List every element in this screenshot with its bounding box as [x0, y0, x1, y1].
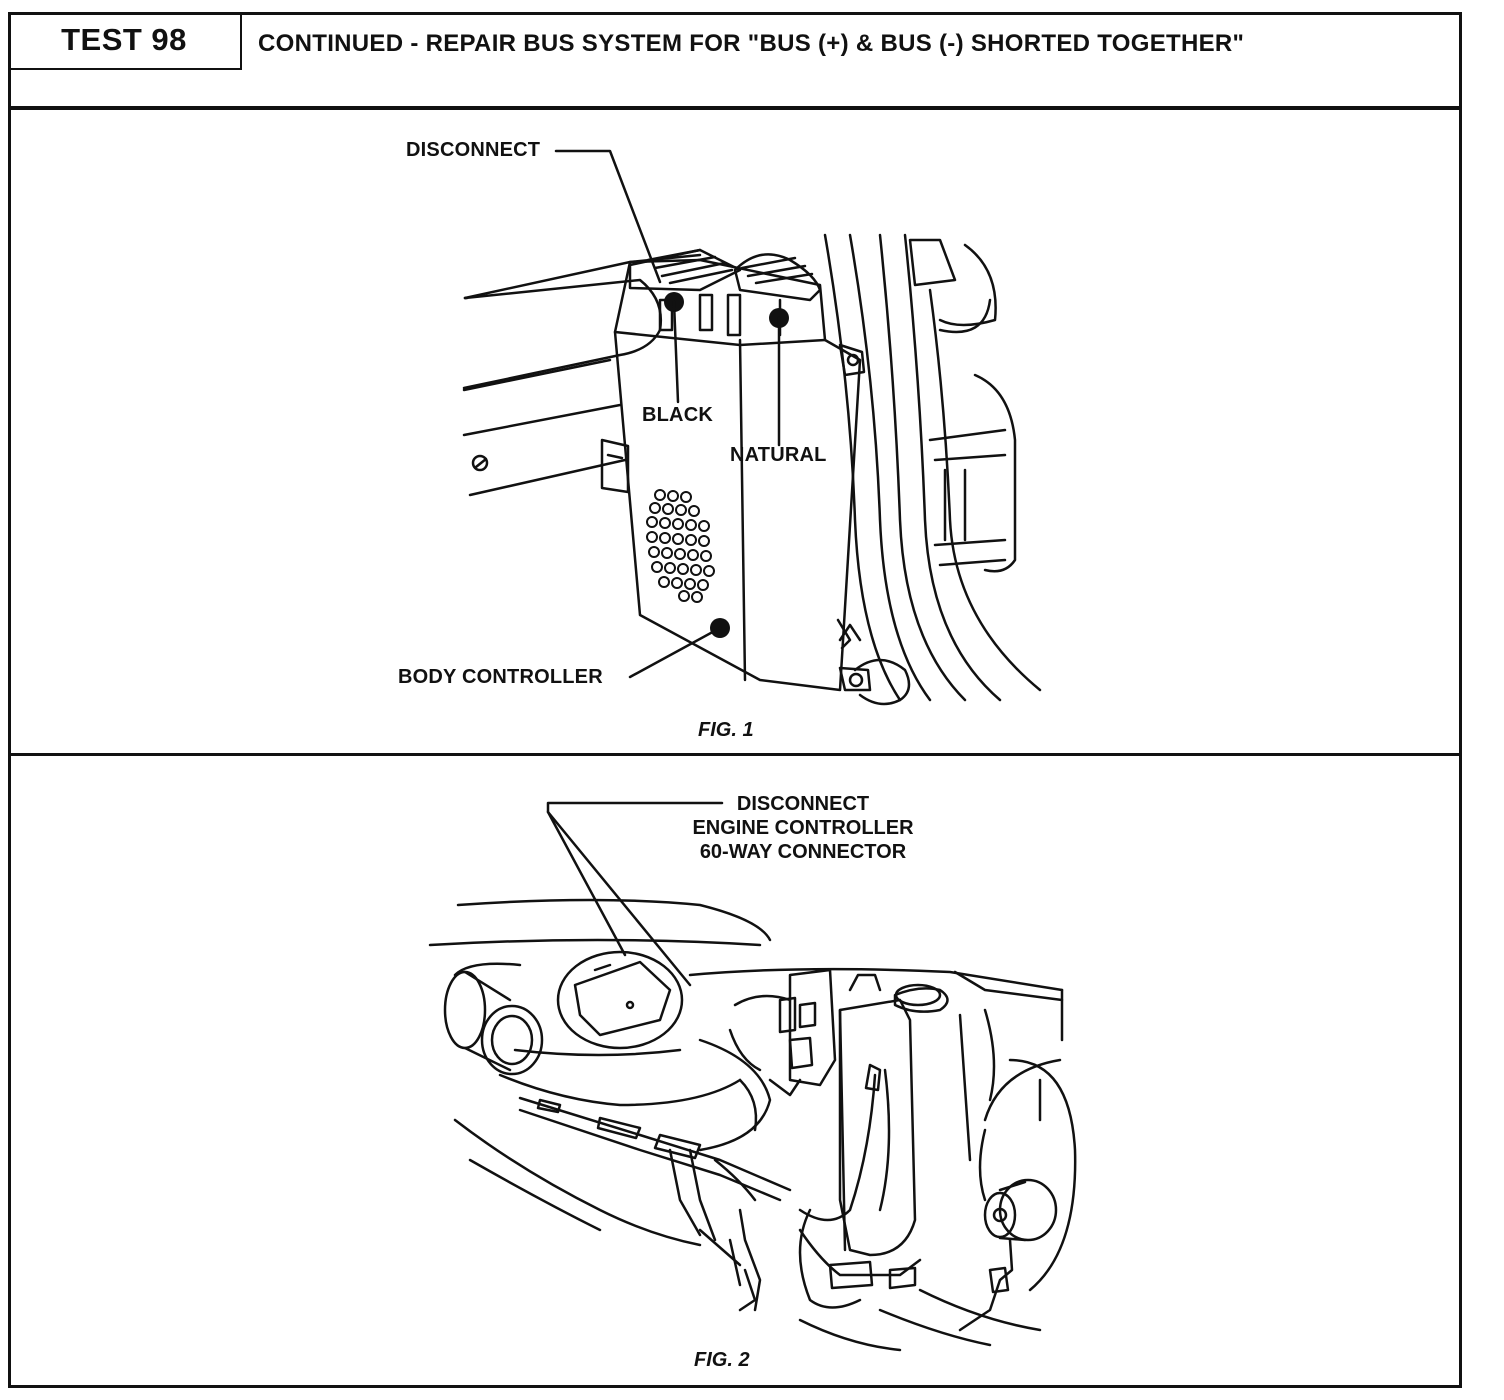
fig2-callout: DISCONNECT ENGINE CONTROLLER 60-WAY CONN… — [668, 792, 938, 864]
panel-divider — [8, 753, 1462, 756]
fig1-black-label: BLACK — [642, 404, 713, 426]
page-frame — [8, 12, 1462, 1388]
fig1-illustration — [462, 149, 1042, 706]
page-title: CONTINUED - REPAIR BUS SYSTEM FOR "BUS (… — [258, 30, 1245, 57]
fig1-disconnect-label: DISCONNECT — [406, 139, 541, 161]
fig1-caption: FIG. 1 — [698, 719, 754, 741]
fig2-illustration — [428, 801, 1077, 1352]
test-number: TEST 98 — [8, 12, 242, 70]
fig2-callout-line2: ENGINE CONTROLLER — [692, 817, 914, 839]
fig2-caption: FIG. 2 — [694, 1349, 750, 1371]
fig1-body-controller-label: BODY CONTROLLER — [398, 666, 603, 688]
header-bar: TEST 98 CONTINUED - REPAIR BUS SYSTEM FO… — [8, 12, 1462, 110]
fig2-callout-line1: DISCONNECT — [736, 793, 870, 815]
fig2-callout-line3: 60-WAY CONNECTOR — [699, 841, 907, 863]
fig1-natural-label: NATURAL — [730, 444, 827, 466]
